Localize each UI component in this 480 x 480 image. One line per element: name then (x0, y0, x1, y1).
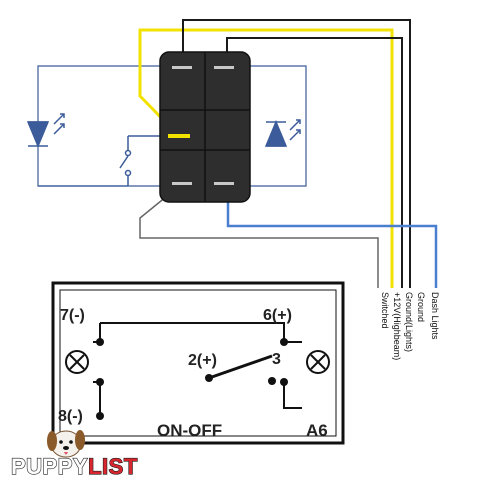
led-icon (264, 119, 301, 147)
wire-label-switched: Switched (380, 292, 390, 329)
rocker-switch-body (159, 51, 251, 203)
logo-text-puppy: PUPPY (11, 454, 88, 479)
lamp-icon (306, 350, 330, 374)
left-led-circuit (37, 65, 162, 187)
function-label: ON-OFF (157, 421, 222, 440)
yellow-wire (138, 28, 394, 288)
switch-schematic-panel: 7(-) 6(+) 2(+) 3 8(-) ON-OFF A6 (51, 281, 345, 445)
black-wire-1 (182, 19, 411, 288)
wire-labels: Switched +12V(Highbeam) Ground(Lights) G… (380, 292, 440, 360)
puppylist-logo: PUPPYLIST (10, 430, 138, 480)
internal-toggle-lever (208, 354, 273, 380)
pin-label-3: 3 (272, 351, 281, 368)
toggle-switch-icon (119, 135, 160, 186)
wire-label-dash-lights: Dash Lights (430, 292, 440, 340)
pin-label-7: 7(-) (60, 307, 85, 324)
right-led-circuit (250, 65, 307, 187)
puppy-icon (47, 430, 85, 458)
wire-label-ground-lights: Ground(Lights) (404, 292, 414, 352)
blue-wire (226, 182, 438, 288)
black-wire-2 (226, 37, 403, 288)
gray-wire (139, 191, 379, 288)
pin-label-2: 2(+) (188, 352, 217, 369)
wire-label-highbeam: +12V(Highbeam) (392, 292, 402, 360)
lamp-icon (65, 350, 89, 374)
logo-text-list: LIST (88, 454, 138, 479)
pin-label-6: 6(+) (263, 307, 292, 324)
model-label: A6 (306, 421, 328, 440)
pin-label-8: 8(-) (58, 408, 83, 425)
wire-label-ground: Ground (416, 292, 426, 322)
svg-text:PUPPYLIST: PUPPYLIST (11, 454, 138, 479)
led-icon (26, 113, 65, 148)
